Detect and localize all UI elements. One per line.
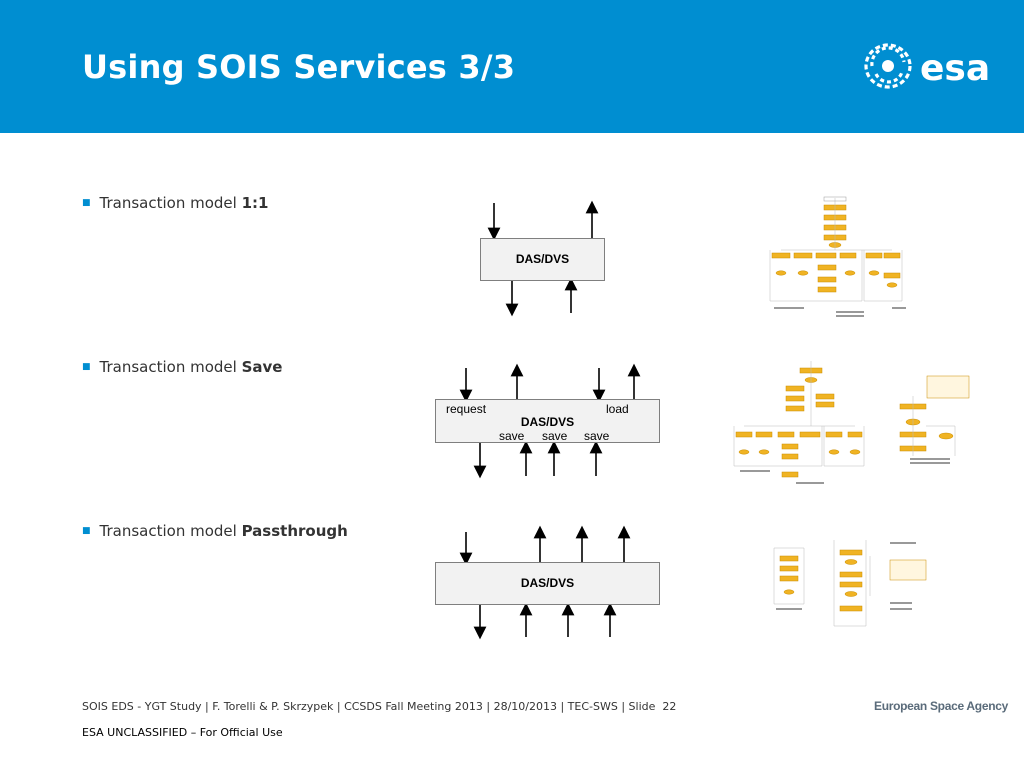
- bullet-marker-icon: ■: [82, 362, 91, 372]
- esa-logo-icon: [864, 43, 912, 89]
- esa-logo-text: esa: [920, 48, 990, 89]
- das-dvs-box-save: request load DAS/DVS save save save: [435, 399, 660, 443]
- esa-logo: esa: [864, 43, 990, 89]
- load-label: load: [606, 402, 629, 416]
- header-bar: [0, 0, 1024, 133]
- save-label: save: [499, 429, 525, 443]
- flowchart-thumbnail-1-1: [769, 196, 906, 317]
- slide-number: 22: [662, 700, 677, 713]
- bullet-transaction-1-1: ■ Transaction model 1:1: [82, 194, 268, 212]
- das-dvs-box-1-1: DAS/DVS: [480, 238, 605, 281]
- flowchart-thumbnail-save: [733, 361, 970, 484]
- request-label: request: [446, 402, 487, 416]
- footer-citation-text: SOIS EDS - YGT Study | F. Torelli & P. S…: [82, 700, 656, 713]
- save-label: save: [542, 429, 568, 443]
- box-label: DAS/DVS: [515, 252, 570, 266]
- save-label: save: [584, 429, 610, 443]
- box-label: DAS/DVS: [520, 576, 575, 590]
- bullet-marker-icon: ■: [82, 198, 91, 208]
- das-dvs-box-passthrough: DAS/DVS: [435, 562, 660, 605]
- bullet-transaction-passthrough: ■ Transaction model Passthrough: [82, 522, 348, 540]
- box-label: DAS/DVS: [520, 415, 575, 429]
- bullet-bold-text: 1:1: [241, 194, 269, 212]
- slide-title: Using SOIS Services 3/3: [82, 48, 516, 86]
- bullet-transaction-save: ■ Transaction model Save: [82, 358, 282, 376]
- bullet-text: Transaction model: [99, 522, 242, 540]
- bullet-marker-icon: ■: [82, 526, 91, 536]
- bullet-text: Transaction model: [99, 194, 242, 212]
- footer-citation: SOIS EDS - YGT Study | F. Torelli & P. S…: [82, 700, 676, 713]
- classification-label: ESA UNCLASSIFIED – For Official Use: [82, 726, 283, 739]
- bullet-bold-text: Passthrough: [241, 522, 348, 540]
- bullet-bold-text: Save: [241, 358, 283, 376]
- flowchart-thumbnail-passthrough: [773, 540, 927, 627]
- bullet-text: Transaction model: [99, 358, 242, 376]
- agency-name: European Space Agency: [874, 699, 1008, 713]
